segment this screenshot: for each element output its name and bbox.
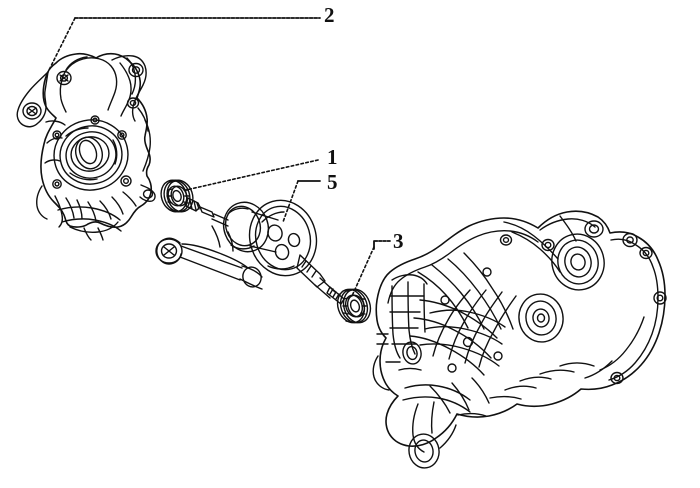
leader-3-vertical [351,246,375,297]
callout-number-5: 5 [327,170,338,194]
leader-1 [185,159,319,191]
callout-number-1: 1 [327,145,338,169]
leader-2-diagonal [47,17,76,73]
callout-leaders-solid [74,17,391,250]
part-right-crankcase-half [372,210,667,469]
part-left-crankcase-half [16,52,156,241]
part-left-main-bearing [160,179,194,213]
callout-number-3: 3 [393,229,404,253]
callout-number-2: 2 [324,3,335,27]
leader-5-diagonal [282,180,299,223]
part-right-main-bearing [336,288,372,324]
part-crankshaft-assembly [155,197,345,305]
callout-leaders [47,17,375,297]
